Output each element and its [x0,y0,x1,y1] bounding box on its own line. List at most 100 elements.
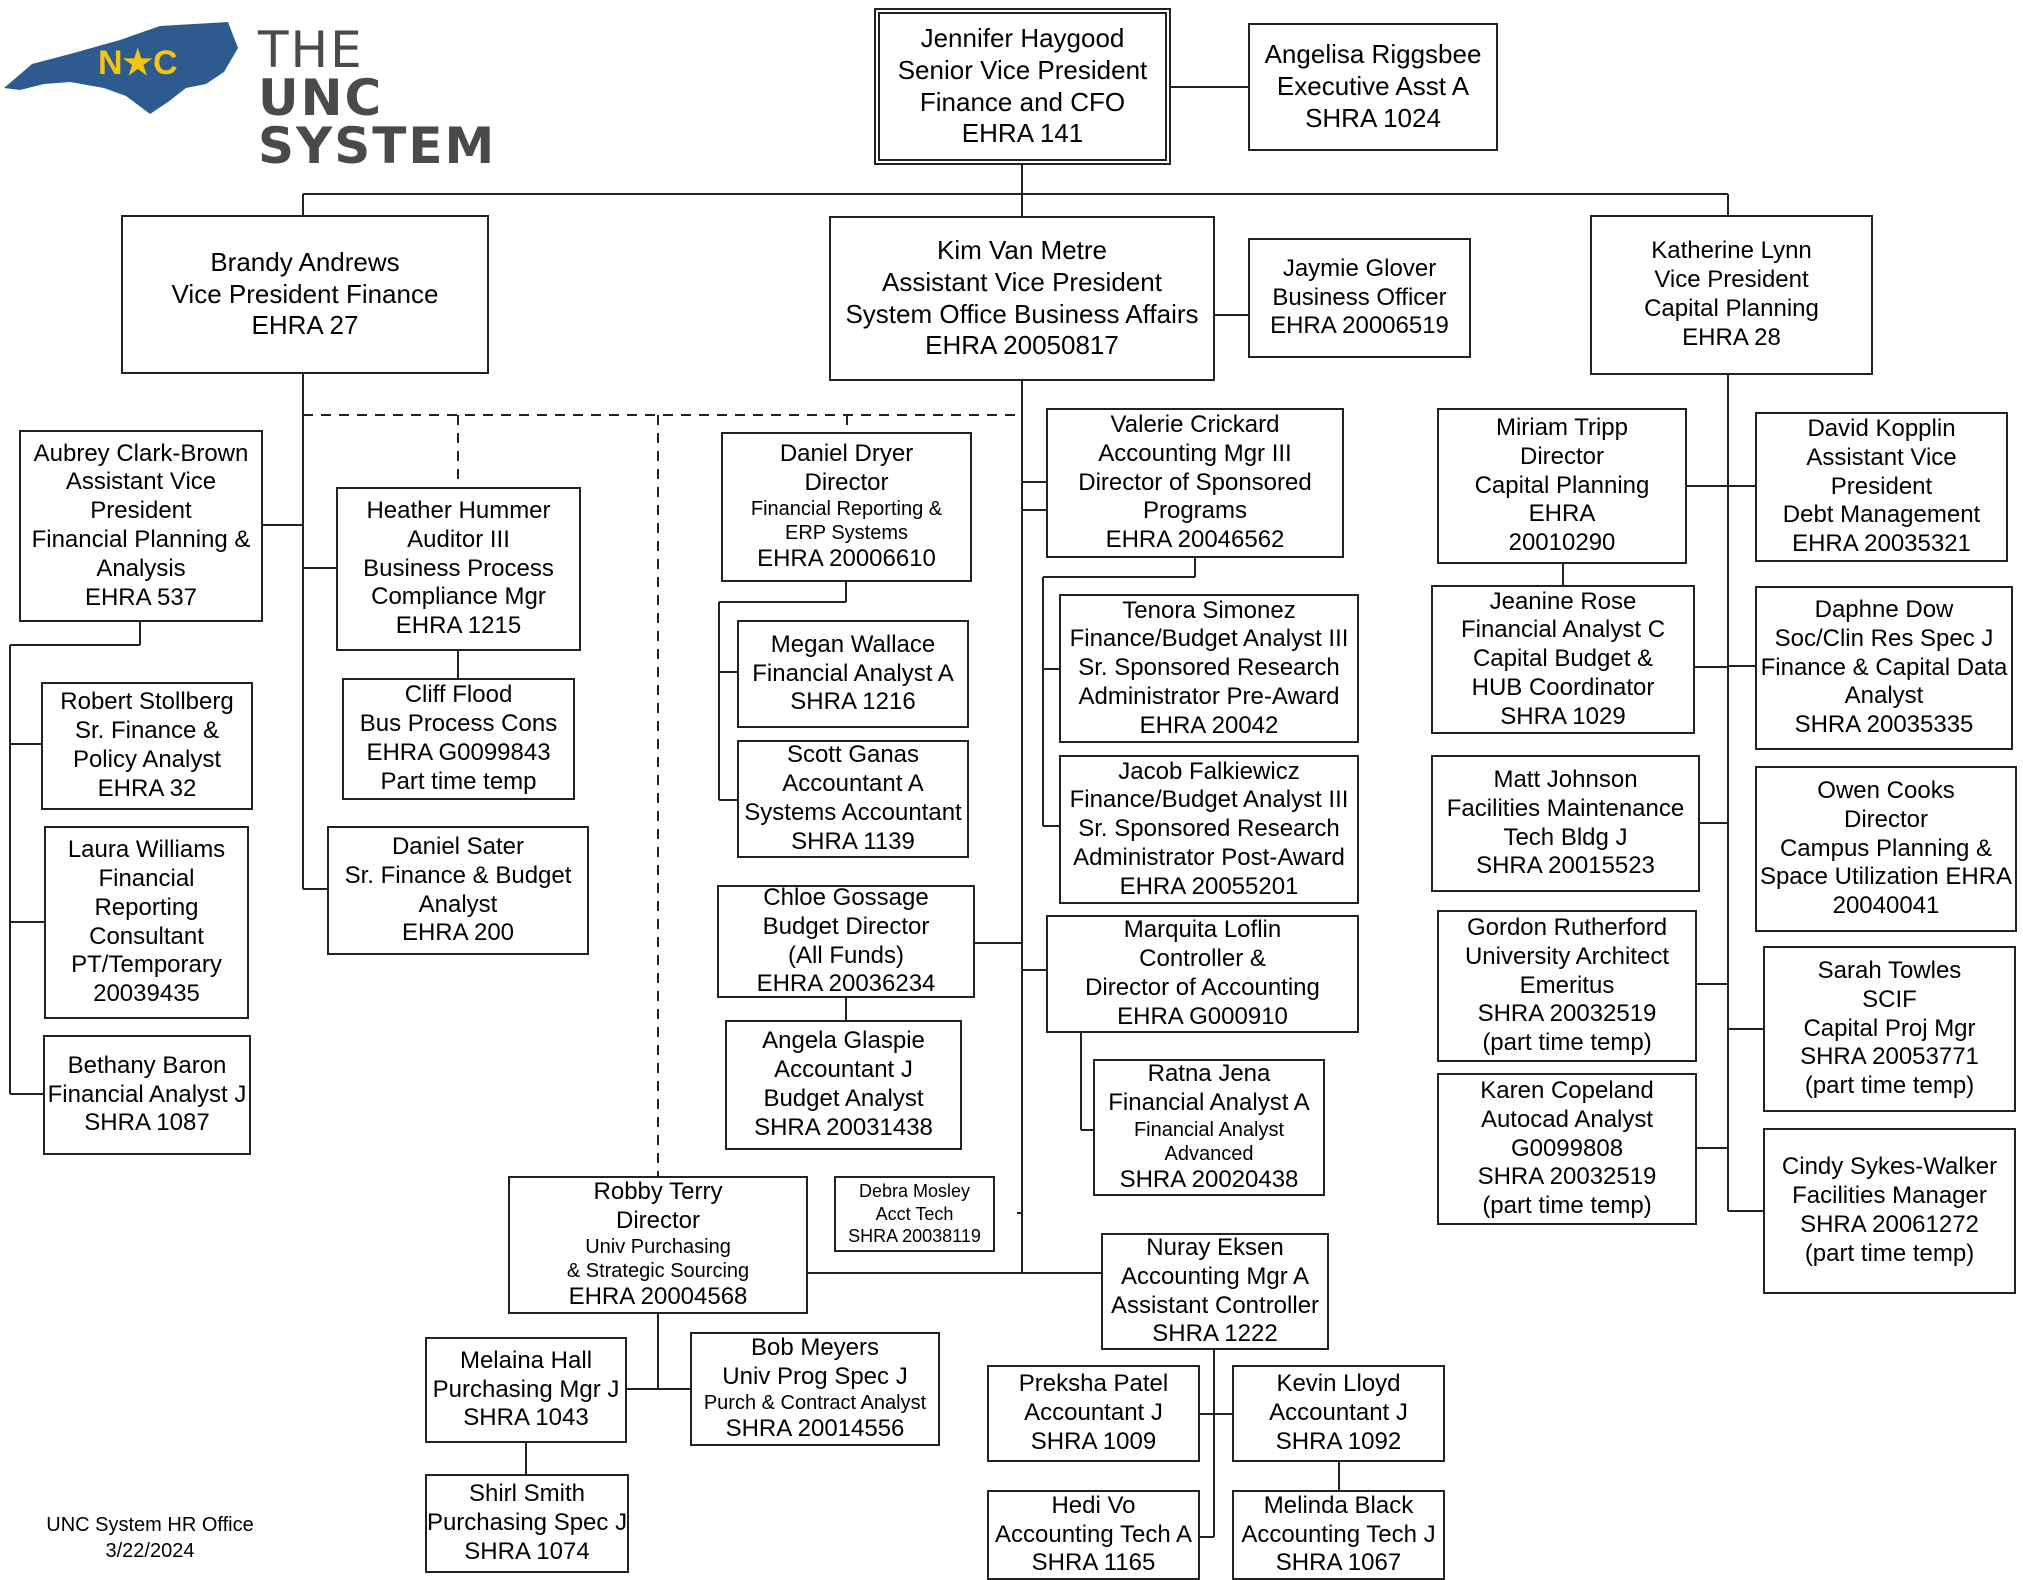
dryer-line-4: ERP Systems [785,522,908,545]
jena-line-1: Ratna Jena [1147,1060,1271,1088]
dow-line-5: SHRA 20035335 [1794,711,1974,739]
ganas-line-1: Scott Ganas [786,741,920,769]
mosley-line-3: SHRA 20038119 [848,1226,981,1247]
flood-line-2: Bus Process Cons [359,710,558,738]
kopplin-line-4: Debt Management [1782,501,1981,529]
mosley-line-2: Acct Tech [875,1203,954,1224]
rose-line-1: Jeanine Rose [1489,587,1637,615]
copeland-line-5: (part time temp) [1482,1192,1652,1220]
kopplin-line-3: President [1830,472,1933,500]
hummer-line-2: Auditor III [407,525,510,553]
vo-line-2: Accounting Tech A [994,1520,1193,1548]
glover-line-2: Business Officer [1272,283,1447,311]
rose-line-5: SHRA 1029 [1500,702,1626,730]
cooks-line-5: 20040041 [1832,892,1940,920]
rutherford-line-1: Gordon Rutherford [1466,914,1668,941]
ganas-line-3: Systems Accountant [744,799,962,826]
rutherford-line-3: Emeritus [1519,971,1615,999]
baron-line-3: SHRA 1087 [84,1109,210,1137]
falkiewicz-line-1: Jacob Falkiewicz [1118,757,1300,785]
clarkbrown-line-3: President [90,497,192,525]
towles-line-4: SHRA 20053771 [1800,1043,1979,1071]
riggsbee-line-1: Angelisa Riggsbee [1264,39,1482,70]
wallace-line-1: Megan Wallace [770,630,936,658]
kopplin-line-2: Assistant Vice [1806,443,1957,471]
copeland-line-3: G0099808 [1510,1134,1624,1162]
loflin-line-4: EHRA G000910 [1117,1002,1288,1030]
terry-line-3: Univ Purchasing [585,1236,731,1259]
clarkbrown-line-6: EHRA 537 [84,583,198,611]
smith-line-3: SHRA 1074 [464,1537,590,1565]
towles-line-2: SCIF [1862,985,1917,1013]
terry-line-4: & Strategic Sourcing [566,1260,750,1283]
flood-line-1: Cliff Flood [404,681,513,709]
andrews-line-3: EHRA 27 [251,310,359,341]
terry-line-1: Robby Terry [593,1177,723,1205]
logo-word-system: SYSTEM [258,117,497,175]
stollberg-line-2: Sr. Finance & [74,717,220,745]
smith-line-1: Shirl Smith [468,1480,586,1508]
gossage-line-3: (All Funds) [787,941,905,969]
lynn-line-1: Katherine Lynn [1651,237,1812,265]
footer-office: UNC System HR Office [46,1514,254,1536]
meyers-line-4: SHRA 20014556 [725,1415,905,1443]
cooks-line-2: Director [1843,805,1928,833]
sater-line-1: Daniel Sater [391,832,525,860]
johnson-line-3: Tech Bldg J [1503,823,1628,851]
black-line-3: SHRA 1067 [1275,1549,1402,1577]
simonez-line-3: Sr. Sponsored Research [1078,654,1340,682]
sater-line-4: EHRA 200 [401,919,515,947]
glaspie-line-2: Accountant J [774,1056,913,1084]
haygood-line-4: EHRA 141 [961,118,1084,149]
clarkbrown-line-1: Aubrey Clark-Brown [33,439,249,467]
hummer-line-5: EHRA 1215 [395,612,522,640]
meyers-line-3: Purch & Contract Analyst [703,1392,927,1415]
hummer-line-3: Business Process [363,554,554,582]
cooks-line-1: Owen Cooks [1817,777,1955,804]
rutherford-line-4: SHRA 20032519 [1477,1000,1657,1028]
kopplin-line-1: David Kopplin [1807,415,1956,443]
stollberg-line-3: Policy Analyst [72,746,222,773]
logo-badge: N★C [98,44,178,82]
footer: UNC System HR Office 3/22/2024 [30,1512,270,1564]
flood-line-3: EHRA G0099843 [366,739,551,766]
logo-word-the: THE [258,21,364,79]
falkiewicz-line-3: Sr. Sponsored Research [1078,815,1340,843]
patel-line-1: Preksha Patel [1018,1370,1169,1398]
meyers-line-1: Bob Meyers [750,1333,880,1361]
williams-line-5: PT/Temporary [71,951,222,979]
rutherford-line-5: (part time temp) [1482,1029,1652,1057]
eksen-line-3: Assistant Controller [1110,1291,1320,1319]
gossage-line-2: Budget Director [762,912,930,940]
sykeswalker-line-2: Facilities Manager [1792,1182,1987,1210]
crickard-line-4: Programs [1142,497,1248,525]
lloyd-line-2: Accountant J [1269,1399,1408,1427]
crickard-line-3: Director of Sponsored [1078,468,1312,496]
hummer-line-4: Compliance Mgr [371,583,546,611]
lloyd-line-1: Kevin Lloyd [1276,1370,1401,1398]
haygood-line-2: Senior Vice President [897,54,1148,85]
dryer-line-3: Financial Reporting & [750,498,943,521]
dryer-line-5: EHRA 20006610 [757,545,936,573]
glover-line-1: Jaymie Glover [1282,254,1437,282]
north-carolina-state-icon: N★C [4,22,238,114]
